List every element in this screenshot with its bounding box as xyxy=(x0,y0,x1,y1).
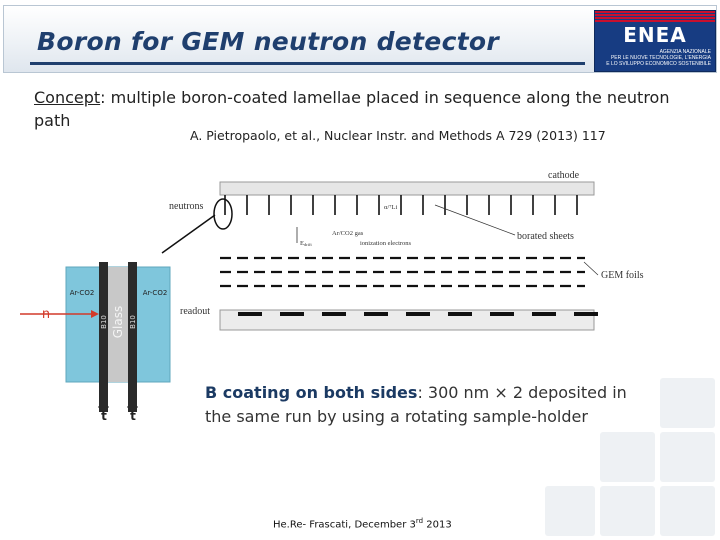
glass-label: Glass xyxy=(111,306,125,339)
readout-pad xyxy=(238,312,262,316)
borated-sheets xyxy=(224,195,578,215)
logo-sub-line: E LO SVILUPPO ECONOMICO SOSTENIBILE xyxy=(606,61,711,67)
zoom-highlight-ellipse xyxy=(213,198,233,230)
readout-pad xyxy=(532,312,556,316)
neutrons-label: neutrons xyxy=(169,201,204,212)
enea-logo: ENEA AGENZIA NAZIONALE PER LE NUOVE TECN… xyxy=(594,10,716,72)
decor-square xyxy=(660,378,715,428)
lamella-schematic: Ar-CO2 Ar-CO2 B10 B10 Glass n t t xyxy=(20,262,171,422)
decor-square xyxy=(600,432,655,482)
zoom-connector-line xyxy=(161,214,216,254)
gas-label: Ar/CO2 gas xyxy=(332,230,364,237)
logo-wordmark: ENEA xyxy=(623,23,687,47)
coating-text: : 300 nm × 2 deposited in the same run b… xyxy=(205,383,627,426)
decor-square xyxy=(545,486,595,536)
readout-pads xyxy=(238,312,598,316)
readout-pad xyxy=(490,312,514,316)
concept-label: Concept xyxy=(34,88,101,107)
footer-text: He.Re- Frascati, December 3rd 2013 xyxy=(273,517,452,531)
gem-detector-diagram: cathode neutrons α/⁷Li Ar/CO2 gas ioniza… xyxy=(169,170,644,331)
b10-layer-right xyxy=(128,262,137,412)
coating-bold: B coating on both sides xyxy=(205,383,418,402)
borated-label: borated sheets xyxy=(517,231,574,242)
glass-layer xyxy=(108,267,128,382)
readout-label: readout xyxy=(180,306,210,317)
neutron-label: n xyxy=(42,307,50,322)
ionization-label: ionization electrons xyxy=(360,240,412,247)
thickness-label-right: t xyxy=(130,409,136,422)
b10-label-left: B10 xyxy=(100,315,108,329)
edrift-label: Edrift xyxy=(300,240,312,247)
title-underline xyxy=(30,62,585,65)
readout-pad xyxy=(406,312,430,316)
decor-square xyxy=(660,432,715,482)
decor-square xyxy=(660,486,715,536)
b10-layer-left xyxy=(99,262,108,412)
gem-label: GEM foils xyxy=(601,270,644,281)
logo-sub-line: AGENZIA NAZIONALE xyxy=(659,49,711,55)
slide-title: Boron for GEM neutron detector xyxy=(37,27,500,56)
readout-pad xyxy=(448,312,472,316)
coating-paragraph: B coating on both sides: 300 nm × 2 depo… xyxy=(205,381,655,429)
concept-paragraph: Concept: multiple boron-coated lamellae … xyxy=(34,86,694,132)
readout-pad xyxy=(322,312,346,316)
logo-sub-line: PER LE NUOVE TECNOLOGIE, L'ENERGIA xyxy=(610,55,711,61)
thickness-label-left: t xyxy=(101,409,107,422)
gem-pointer-line xyxy=(583,261,599,276)
concept-text: : multiple boron-coated lamellae placed … xyxy=(34,88,670,130)
readout-pad xyxy=(364,312,388,316)
readout-pad xyxy=(574,312,598,316)
alpha-label: α/⁷Li xyxy=(384,204,397,211)
neutron-arrowhead-icon xyxy=(91,310,99,318)
gem-foils xyxy=(220,256,585,288)
gas-label-left: Ar-CO2 xyxy=(70,289,95,297)
cathode-plate xyxy=(219,181,595,196)
cathode-label: cathode xyxy=(548,170,580,181)
decor-square xyxy=(600,486,655,536)
logo-subtitle: AGENZIA NAZIONALE PER LE NUOVE TECNOLOGI… xyxy=(599,49,711,67)
readout-pad xyxy=(280,312,304,316)
borated-pointer-line xyxy=(434,204,516,236)
logo-stripes xyxy=(595,11,715,27)
gas-label-right: Ar-CO2 xyxy=(143,289,168,297)
reference-citation: A. Pietropaolo, et al., Nuclear Instr. a… xyxy=(190,128,606,143)
b10-label-right: B10 xyxy=(129,315,137,329)
zoom-connector xyxy=(161,198,233,254)
